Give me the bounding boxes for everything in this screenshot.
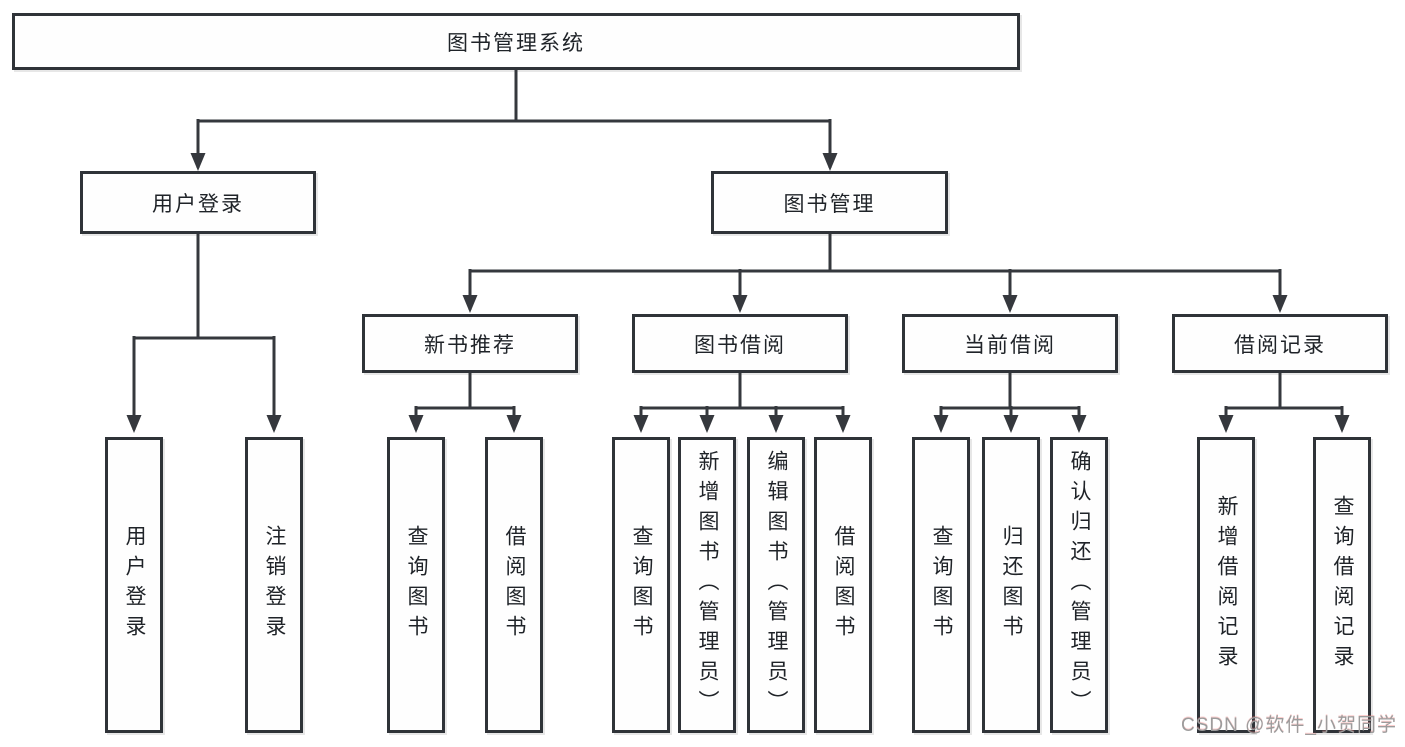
leaf-return-books: 归还图书	[982, 437, 1040, 733]
node-book-borrow: 图书借阅	[632, 314, 848, 373]
leaf-confirm-return-admin: 确认归还（管理员）	[1050, 437, 1108, 733]
leaf-add-borrow-record: 新增借阅记录	[1197, 437, 1255, 733]
leaf-query-books-current: 查询图书	[912, 437, 970, 733]
node-user-login: 用户登录	[80, 171, 316, 234]
csdn-watermark: CSDN @软件_小贺同学	[1181, 715, 1397, 736]
leaf-query-books-borrow: 查询图书	[612, 437, 670, 733]
leaf-borrow-books: 借阅图书	[814, 437, 872, 733]
leaf-add-books-admin: 新增图书（管理员）	[678, 437, 736, 733]
leaf-query-borrow-record: 查询借阅记录	[1313, 437, 1371, 733]
node-borrow-records: 借阅记录	[1172, 314, 1388, 373]
node-library-management-system: 图书管理系统	[12, 13, 1020, 70]
leaf-edit-books-admin: 编辑图书（管理员）	[747, 437, 805, 733]
leaf-user-login: 用户登录	[105, 437, 163, 733]
node-book-management: 图书管理	[711, 171, 948, 234]
node-new-book-recommend: 新书推荐	[362, 314, 578, 373]
leaf-logout: 注销登录	[245, 437, 303, 733]
node-current-borrow: 当前借阅	[902, 314, 1118, 373]
leaf-query-books-recommend: 查询图书	[387, 437, 445, 733]
leaf-borrow-books-recommend: 借阅图书	[485, 437, 543, 733]
